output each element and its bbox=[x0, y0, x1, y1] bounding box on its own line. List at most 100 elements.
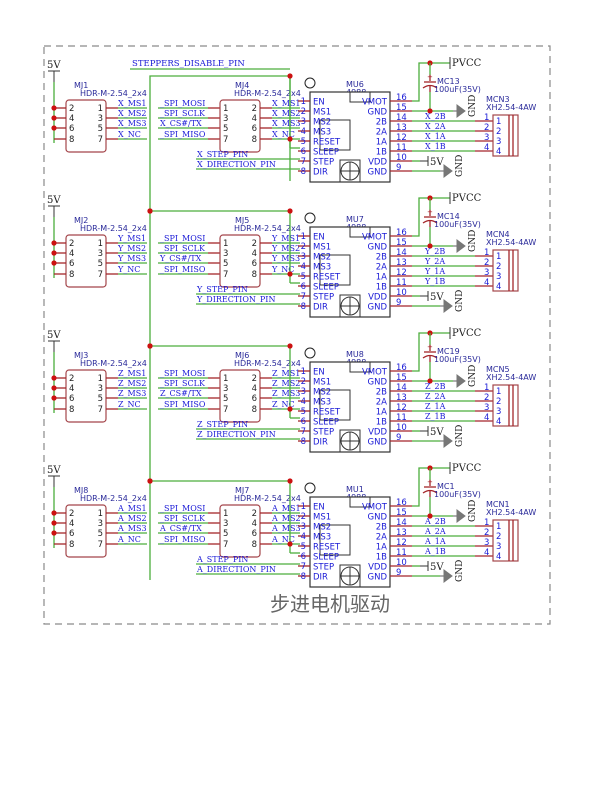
jumper-a-body bbox=[65, 99, 107, 153]
connector-pin-label: 2 bbox=[496, 262, 501, 272]
dir-net-label: X_DIRECTION_PIN bbox=[197, 160, 276, 169]
jumper-a-pin-number: 3 bbox=[98, 114, 103, 124]
jumper-b-value: HDR-M-2.54_2x4 bbox=[234, 224, 301, 233]
ms-net-label: X_MS2 bbox=[118, 109, 146, 118]
module-pin-number: 13 bbox=[396, 528, 407, 538]
jumper-b-pin-number: 1 bbox=[223, 509, 228, 519]
jumper-b-pin-number: 5 bbox=[223, 259, 228, 269]
module-pin-number: 5 bbox=[301, 542, 306, 552]
module-chip-outline bbox=[319, 119, 351, 151]
jumper-a-pin-number: 1 bbox=[98, 239, 103, 249]
jumper-b-ref: MJ6 bbox=[235, 351, 249, 360]
connector-pin-label: 1 bbox=[496, 387, 501, 397]
motor-net-label: X_1B bbox=[425, 142, 446, 151]
spi-net-label: _SPI_MOSI bbox=[160, 504, 205, 513]
spi-net-label: A_CS#/TX bbox=[159, 524, 202, 533]
connector-pin-label: 3 bbox=[496, 542, 501, 552]
pvcc-label: PVCC bbox=[452, 463, 482, 474]
jumper-b-pin-number: 3 bbox=[223, 249, 228, 259]
module-pin-number: 3 bbox=[301, 117, 306, 127]
jumper-a-pin-number: 1 bbox=[98, 104, 103, 114]
ms-net-label: X_MS2 bbox=[272, 109, 300, 118]
jumper-a-5v-junction bbox=[51, 510, 57, 516]
jumper-b-value: HDR-M-2.54_2x4 bbox=[234, 494, 301, 503]
gnd-arrow-icon bbox=[443, 569, 453, 583]
jumper-b-pin-number: 1 bbox=[223, 104, 228, 114]
vmot-wire bbox=[412, 467, 450, 507]
pvcc-label: PVCC bbox=[452, 58, 482, 69]
jumper-a-5v-junction bbox=[51, 375, 57, 381]
connector-pin-number: 4 bbox=[484, 143, 489, 153]
module-pin-name: MS2 bbox=[313, 253, 331, 263]
module-pin-number: 6 bbox=[301, 417, 306, 427]
connector-pin-number: 4 bbox=[484, 413, 489, 423]
motor-net-label: A_1B bbox=[424, 547, 446, 556]
module-pin-name: MS2 bbox=[313, 118, 331, 128]
module-orientation-mark bbox=[304, 347, 316, 359]
spi-net-label: _SPI_SCLK bbox=[160, 244, 206, 253]
module-pin-number: 9 bbox=[396, 298, 401, 308]
module-pin-name: GND bbox=[368, 303, 388, 313]
module-orientation-mark bbox=[304, 77, 316, 89]
jumper-a-5v-junction bbox=[51, 385, 57, 391]
ms-net-label: Y_MS3 bbox=[271, 254, 300, 263]
module-pin-name: GND bbox=[368, 108, 388, 118]
reset-sleep-junction bbox=[287, 271, 293, 277]
disable-bus-junction bbox=[147, 478, 153, 484]
module-pin-name: RESET bbox=[313, 543, 341, 553]
module-orientation-mark bbox=[304, 482, 316, 494]
module-pin-name: 2A bbox=[376, 398, 387, 408]
jumper-a-5v-junction bbox=[51, 530, 57, 536]
spi-net-label: Z_CS#/TX bbox=[160, 389, 202, 398]
gnd-label: GND bbox=[468, 365, 478, 387]
gnd-symbol-vdd: GND bbox=[440, 290, 465, 313]
module-pin-number: 5 bbox=[301, 137, 306, 147]
spi-net-label: _SPI_MOSI bbox=[160, 369, 205, 378]
module-header-notch bbox=[349, 361, 371, 373]
jumper-a-pin-number: 3 bbox=[98, 519, 103, 529]
power-5v-label: 5V bbox=[47, 330, 61, 341]
connector-value: XH2.54-4AW bbox=[486, 508, 536, 517]
ms-net-label: Y_MS2 bbox=[117, 244, 146, 253]
jumper-a-pin-number: 6 bbox=[69, 124, 74, 134]
module-pin-number: 15 bbox=[396, 508, 407, 518]
jumper-a-pin-number: 2 bbox=[69, 104, 74, 114]
module-pot-outline bbox=[339, 159, 361, 183]
module-pin-number: 16 bbox=[396, 363, 407, 373]
gnd-symbol-vmot: GND bbox=[453, 230, 478, 253]
spi-net-label: _SPI_SCLK bbox=[160, 514, 206, 523]
connector-value: XH2.54-4AW bbox=[486, 238, 536, 247]
connector-pin-number: 1 bbox=[484, 383, 489, 393]
connector-value: XH2.54-4AW bbox=[486, 373, 536, 382]
module-pin-name: RESET bbox=[313, 408, 341, 418]
connector-pin-number: 4 bbox=[484, 548, 489, 558]
ms-net-label: A_MS1 bbox=[271, 504, 301, 513]
connector-pin-label: 4 bbox=[496, 417, 501, 427]
motor-net-label: Y_1B bbox=[424, 277, 445, 286]
connector-pin-number: 3 bbox=[484, 538, 489, 548]
module-ref: MU6 bbox=[346, 80, 364, 89]
connector-pin-label: 1 bbox=[496, 522, 501, 532]
module-pin-number: 8 bbox=[301, 167, 306, 177]
step-net-label: Z_STEP_PIN bbox=[197, 420, 248, 429]
jumper-a-pin-number: 1 bbox=[98, 374, 103, 384]
module-pin-name: MS3 bbox=[313, 533, 331, 543]
vmot-wire bbox=[412, 62, 450, 102]
motor-net-label: Y_1A bbox=[424, 267, 445, 276]
module-pin-name: 2B bbox=[376, 523, 387, 533]
disable-top-junction bbox=[287, 208, 293, 214]
spi-net-label: _SPI_MOSI bbox=[160, 234, 205, 243]
gnd-label: GND bbox=[468, 500, 478, 522]
jumper-a-body bbox=[65, 504, 107, 558]
disable-top-junction bbox=[287, 478, 293, 484]
connector-ref: MCN4 bbox=[486, 230, 510, 239]
gnd-symbol-vdd: GND bbox=[440, 560, 465, 583]
module-pin-name: MS3 bbox=[313, 263, 331, 273]
ms-net-label: X_MS1 bbox=[272, 99, 300, 108]
connector-pin-number: 3 bbox=[484, 268, 489, 278]
module-pin-number: 7 bbox=[301, 562, 306, 572]
spi-net-label: _SPI_MISO bbox=[160, 535, 206, 544]
jumper-a-5v-junction bbox=[51, 395, 57, 401]
jumper-a-ref: MJ2 bbox=[74, 216, 88, 225]
connector-pin-number: 1 bbox=[484, 518, 489, 528]
